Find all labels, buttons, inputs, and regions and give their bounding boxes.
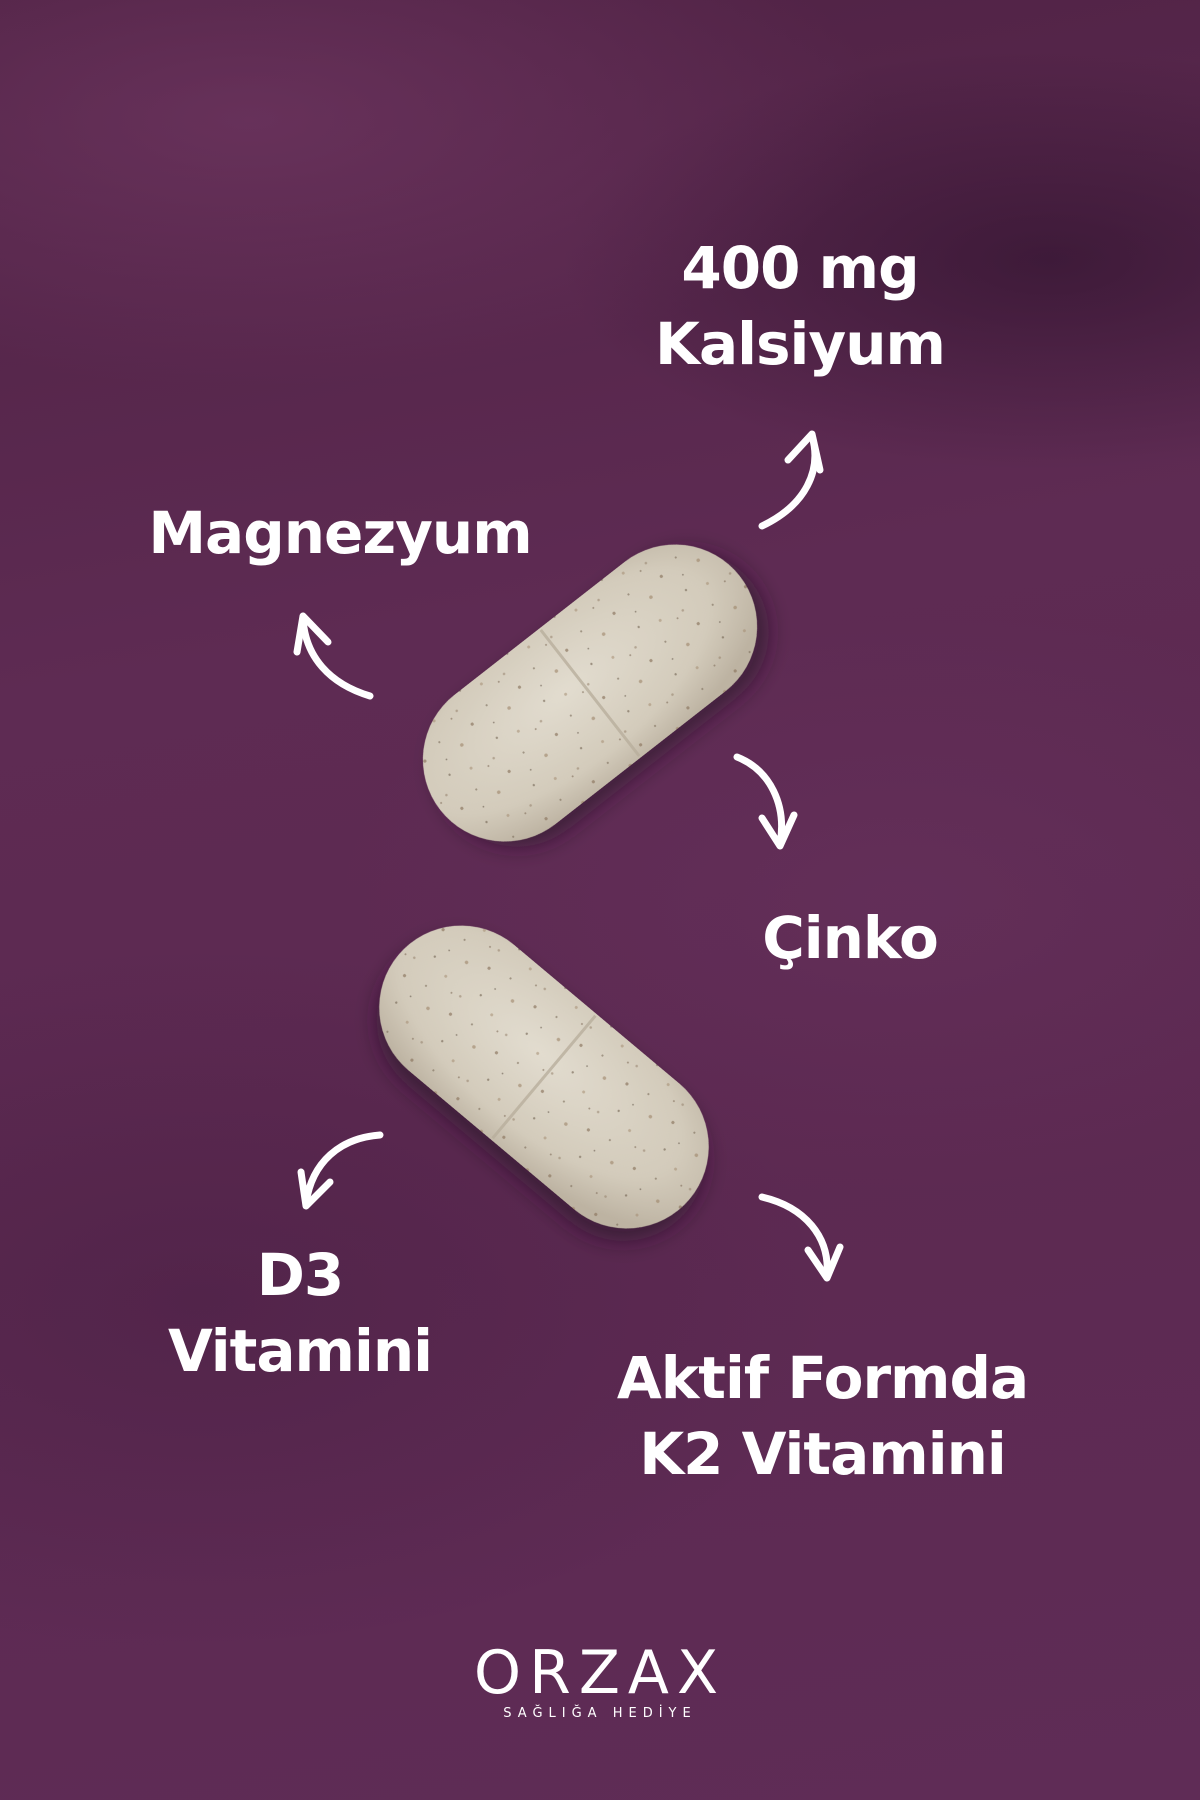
- arrow-cinko-icon: [733, 753, 798, 850]
- arrow-k2-icon: [758, 1193, 844, 1282]
- brand-logo: ORZAX SAĞLIĞA HEDİYE: [430, 1640, 770, 1721]
- label-cinko: Çinko: [762, 904, 939, 972]
- label-d3-vitamini: D3 Vitamini: [130, 1237, 470, 1389]
- label-d3-line1: D3: [256, 1241, 345, 1309]
- label-d3-line2: Vitamini: [167, 1317, 433, 1385]
- label-kalsiyum-amount: 400 mg: [681, 234, 919, 302]
- arrow-d3-icon: [297, 1131, 384, 1210]
- arrow-magnezyum-icon: [293, 612, 374, 700]
- label-kalsiyum-name: Kalsiyum: [655, 310, 946, 378]
- label-k2-line2: K2 Vitamini: [639, 1420, 1007, 1488]
- tablet-bottom: [379, 925, 709, 1229]
- label-kalsiyum: 400 mg Kalsiyum: [600, 230, 1000, 382]
- brand-tagline: SAĞLIĞA HEDİYE: [503, 1706, 697, 1721]
- label-k2-vitamini: Aktif Formda K2 Vitamini: [600, 1340, 1045, 1492]
- brand-name: ORZAX: [473, 1638, 727, 1708]
- label-k2-line1: Aktif Formda: [616, 1344, 1029, 1412]
- arrow-kalsiyum-icon: [758, 430, 824, 530]
- tablet-top: [422, 544, 758, 842]
- label-magnezyum: Magnezyum: [148, 499, 532, 567]
